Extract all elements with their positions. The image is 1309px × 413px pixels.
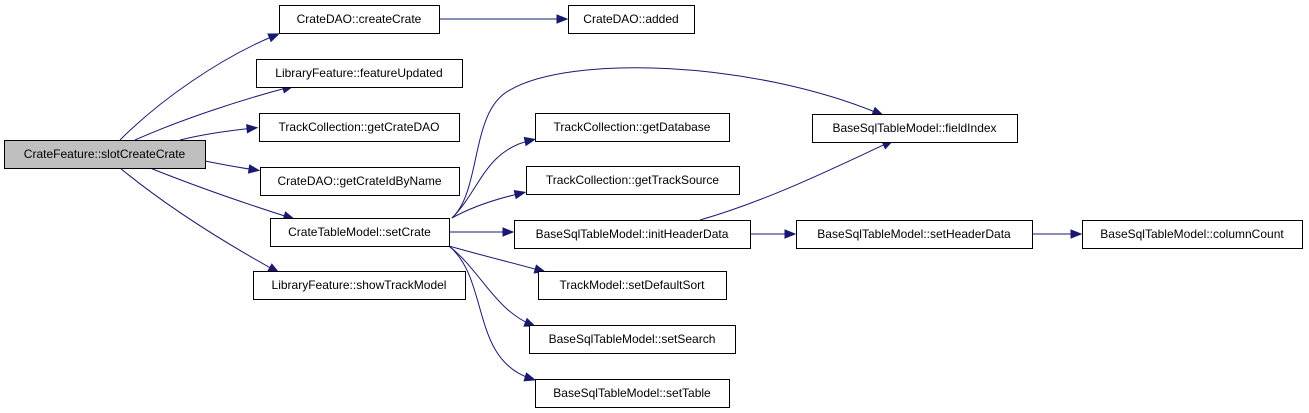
node-showTrackModel[interactable]: LibraryFeature::showTrackModel	[253, 271, 466, 300]
node-box[interactable]	[279, 5, 440, 34]
node-getCrateIdByName[interactable]: CrateDAO::getCrateIdByName	[260, 167, 460, 196]
node-label: TrackCollection::getCrateDAO	[279, 120, 440, 134]
node-label: CrateDAO::getCrateIdByName	[277, 174, 441, 188]
node-box[interactable]	[1082, 220, 1303, 249]
nodes-layer: CrateFeature::slotCreateCrate CrateDAO::c…	[4, 5, 1303, 408]
node-box[interactable]	[535, 113, 730, 142]
arrowhead-icon	[784, 229, 797, 239]
edge-line	[448, 245, 533, 326]
node-box[interactable]	[260, 167, 460, 196]
node-box[interactable]	[256, 59, 463, 88]
node-label: CrateTableModel::setCrate	[288, 225, 431, 239]
edge-setCrate-to-setTable	[448, 245, 537, 382]
edge-setCrate-to-getTrackSource	[451, 190, 527, 219]
edge-line	[451, 67, 881, 219]
edge-line	[448, 245, 533, 380]
node-createCrate[interactable]: CrateDAO::createCrate	[279, 5, 440, 34]
node-label: BaseSqlTableModel::fieldIndex	[832, 121, 996, 135]
arrowhead-icon	[247, 164, 261, 174]
node-box[interactable]	[812, 114, 1018, 143]
arrowhead-icon	[556, 14, 569, 24]
edge-root-to-getCrateDAO	[179, 124, 259, 141]
node-label: BaseSqlTableModel::setHeaderData	[817, 227, 1011, 241]
node-setDefaultSort[interactable]: TrackModel::setDefaultSort	[538, 271, 727, 300]
edge-line	[699, 141, 891, 221]
edge-line	[119, 167, 277, 272]
node-label: CrateDAO::createCrate	[297, 12, 422, 26]
node-box[interactable]	[526, 166, 740, 195]
node-featureUpdated[interactable]: LibraryFeature::featureUpdated	[256, 59, 463, 88]
arrowhead-icon	[523, 136, 537, 147]
node-fieldIndex[interactable]: BaseSqlTableModel::fieldIndex	[812, 114, 1018, 143]
edge-root-to-getCrateIdByName	[204, 160, 261, 174]
edge-line	[179, 127, 255, 141]
edge-line	[149, 167, 292, 219]
node-box[interactable]	[568, 5, 695, 34]
node-label: BaseSqlTableModel::setSearch	[549, 332, 716, 346]
arrowhead-icon	[267, 33, 281, 43]
node-label: LibraryFeature::featureUpdated	[275, 66, 442, 80]
node-label: TrackModel::setDefaultSort	[560, 278, 706, 292]
node-label: BaseSqlTableModel::setTable	[553, 386, 711, 400]
node-setSearch[interactable]: BaseSqlTableModel::setSearch	[529, 325, 736, 354]
node-columnCount[interactable]: BaseSqlTableModel::columnCount	[1082, 220, 1303, 249]
node-added[interactable]: CrateDAO::added	[568, 5, 695, 34]
node-label: LibraryFeature::showTrackModel	[272, 278, 447, 292]
node-box[interactable]	[538, 271, 727, 300]
node-label: BaseSqlTableModel::initHeaderData	[536, 227, 729, 241]
edge-line	[451, 139, 533, 219]
node-box[interactable]	[514, 220, 751, 249]
node-setCrate[interactable]: CrateTableModel::setCrate	[270, 218, 450, 247]
edge-line	[204, 160, 257, 171]
edge-setCrate-to-getDatabase	[451, 136, 537, 219]
edge-setHeaderData-to-columnCount	[1032, 229, 1083, 239]
node-box[interactable]	[270, 218, 450, 247]
arrowhead-icon	[1070, 229, 1083, 239]
node-box[interactable]	[796, 220, 1033, 249]
edge-line	[134, 86, 291, 141]
node-getDatabase[interactable]: TrackCollection::getDatabase	[535, 113, 730, 142]
node-label: TrackCollection::getTrackSource	[546, 173, 720, 187]
edge-line	[119, 34, 277, 141]
node-box[interactable]	[529, 325, 736, 354]
node-label: BaseSqlTableModel::columnCount	[1100, 227, 1284, 241]
node-label: CrateFeature::slotCreateCrate	[24, 147, 186, 161]
edge-root-to-createCrate	[119, 33, 281, 141]
node-setTable[interactable]: BaseSqlTableModel::setTable	[535, 379, 730, 408]
edge-setCrate-to-initHeaderData	[448, 227, 515, 237]
edge-createCrate-to-added	[439, 14, 569, 24]
arrowhead-icon	[513, 190, 527, 200]
edge-line	[448, 245, 543, 272]
edge-root-to-showTrackModel	[119, 167, 280, 274]
edge-root-to-setCrate	[149, 167, 296, 221]
arrowhead-icon	[523, 372, 537, 382]
node-getCrateDAO[interactable]: TrackCollection::getCrateDAO	[259, 113, 460, 142]
node-getTrackSource[interactable]: TrackCollection::getTrackSource	[526, 166, 740, 195]
node-box[interactable]	[253, 271, 466, 300]
node-initHeaderData[interactable]: BaseSqlTableModel::initHeaderData	[514, 220, 751, 249]
node-label: TrackCollection::getDatabase	[554, 120, 711, 134]
arrowhead-icon	[246, 124, 259, 134]
node-label: CrateDAO::added	[583, 12, 678, 26]
node-box[interactable]	[259, 113, 460, 142]
node-root[interactable]: CrateFeature::slotCreateCrate	[4, 140, 206, 169]
arrowhead-icon	[502, 227, 515, 237]
node-setHeaderData[interactable]: BaseSqlTableModel::setHeaderData	[796, 220, 1033, 249]
edge-initHeaderData-to-setHeaderData	[750, 229, 797, 239]
node-box[interactable]	[535, 379, 730, 408]
node-box[interactable]	[4, 140, 206, 169]
